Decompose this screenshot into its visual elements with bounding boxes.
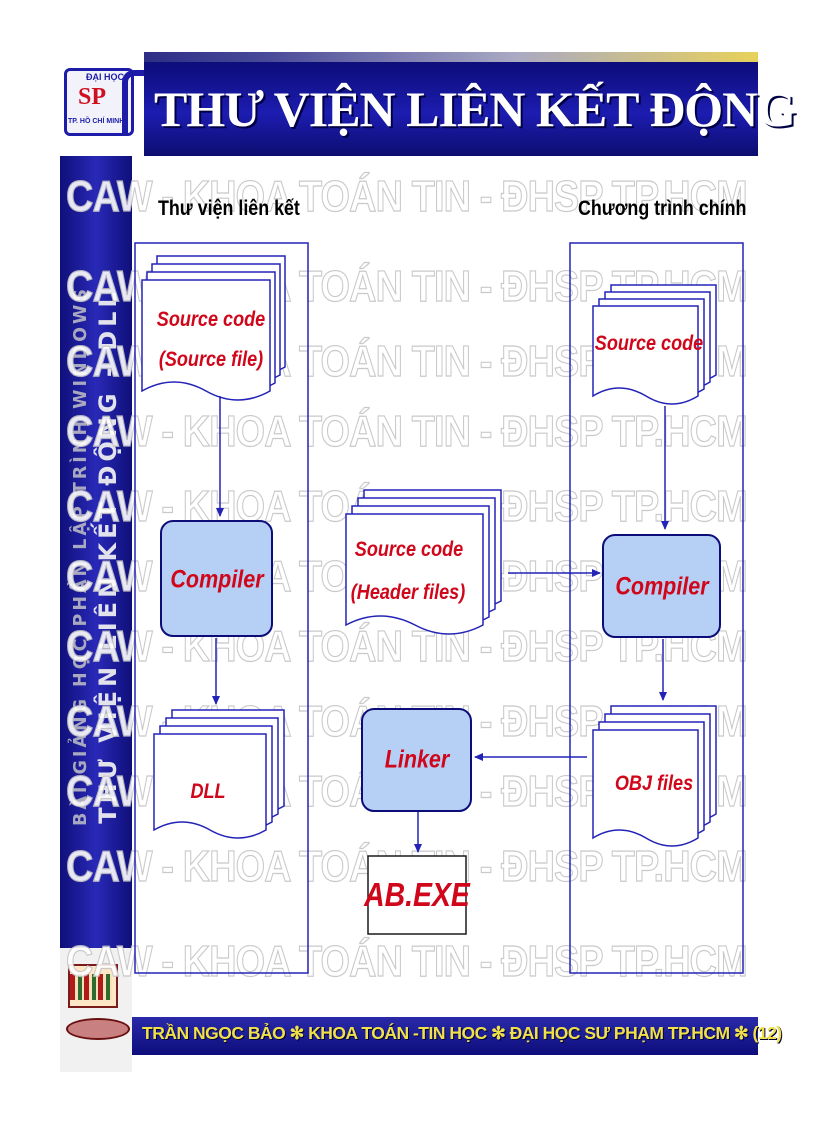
logo-mark: SP (78, 84, 107, 110)
main-compiler-label: Compiler (615, 572, 709, 601)
obj-files-stack (592, 705, 717, 847)
footer-text: TRẦN NGỌC BẢO ✻ KHOA TOÁN -TIN HỌC ✻ ĐẠI… (142, 1023, 782, 1043)
footer-bar: TRẦN NGỌC BẢO ✻ KHOA TOÁN -TIN HỌC ✻ ĐẠI… (132, 1017, 782, 1055)
exe-label: AB.EXE (364, 876, 470, 913)
university-logo: ĐẠI HỌC SP TP. HỒ CHÍ MINH (60, 52, 148, 156)
header-files-label-line1: Source code (354, 538, 464, 561)
clipart-pencils (70, 974, 112, 1000)
sidebar: BÀI GIẢNG HỌC PHẦN LẬP TRÌNH WINDOWS THƯ… (60, 156, 132, 956)
library-compiler-box (160, 520, 273, 637)
library-frame (134, 242, 309, 974)
dll-output-stack (153, 709, 285, 839)
title-bar: THƯ VIỆN LIÊN KẾT ĐỘNG (144, 62, 796, 156)
library-compiler-label: Compiler (170, 565, 264, 594)
header-files-stack (345, 489, 502, 635)
main-source-stack (592, 284, 717, 405)
corner-clipart (60, 948, 132, 1072)
linker-box (361, 708, 472, 812)
library-source-stack (141, 255, 286, 401)
dll-output-label: DLL (190, 780, 226, 803)
top-strip (60, 52, 758, 62)
program-frame (569, 242, 744, 974)
main-compiler-box (602, 534, 721, 638)
exe-box (367, 855, 467, 935)
library-column-header: Thư viện liên kết (158, 197, 300, 220)
main-source-label: Source code (594, 332, 704, 355)
logo-arc (122, 70, 148, 136)
header-files-label-line2: (Header files) (350, 581, 466, 604)
logo-top-text: ĐẠI HỌC (86, 72, 124, 82)
library-source-label-line2: (Source file) (158, 348, 264, 371)
slide-title: THƯ VIỆN LIÊN KẾT ĐỘNG (154, 81, 796, 137)
linker-label: Linker (384, 745, 450, 774)
logo-bottom-text: TP. HỒ CHÍ MINH (68, 118, 125, 125)
program-column-header: Chương trình chính (578, 197, 747, 220)
clipart-inkpot (66, 1018, 130, 1040)
library-source-label-line1: Source code (156, 308, 266, 331)
obj-files-label: OBJ files (614, 772, 694, 795)
